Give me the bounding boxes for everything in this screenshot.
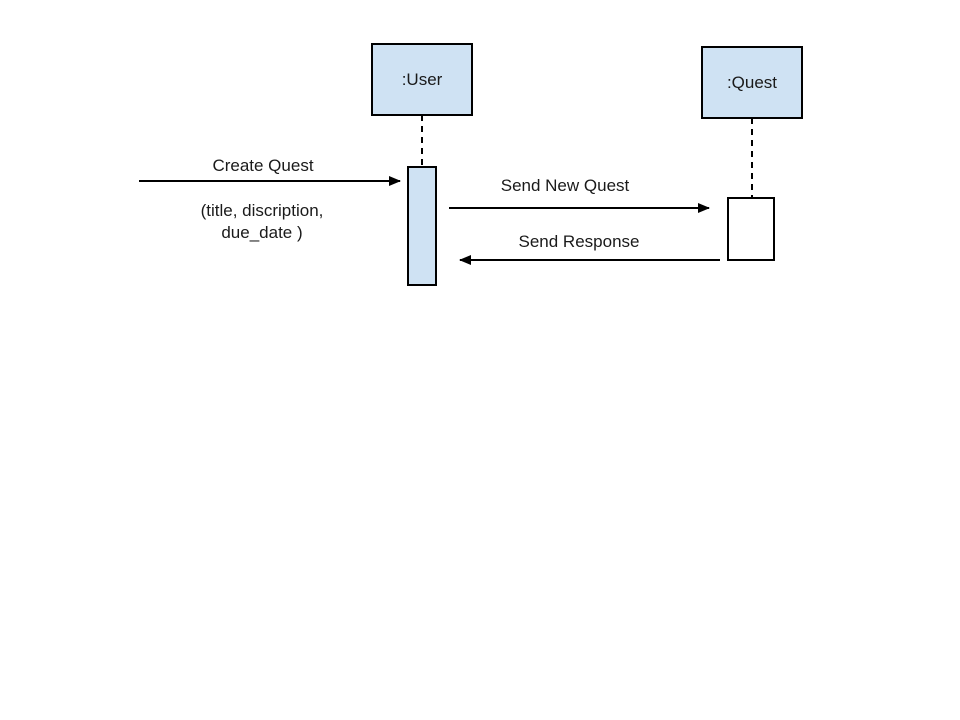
message-label-create-quest: Create Quest — [212, 156, 313, 175]
activation-bar-user — [407, 166, 437, 286]
participant-box-user — [371, 43, 473, 116]
activation-bar-quest — [727, 197, 775, 261]
message-params-line2: due_date ) — [221, 223, 302, 242]
message-label-send-new-quest: Send New Quest — [501, 176, 630, 195]
participant-label-user: :User — [402, 70, 443, 89]
participant-label-quest: :Quest — [727, 73, 777, 92]
message-label-send-response: Send Response — [519, 232, 640, 251]
message-params-line1: (title, discription, — [201, 201, 324, 220]
participant-box-quest — [701, 46, 803, 119]
